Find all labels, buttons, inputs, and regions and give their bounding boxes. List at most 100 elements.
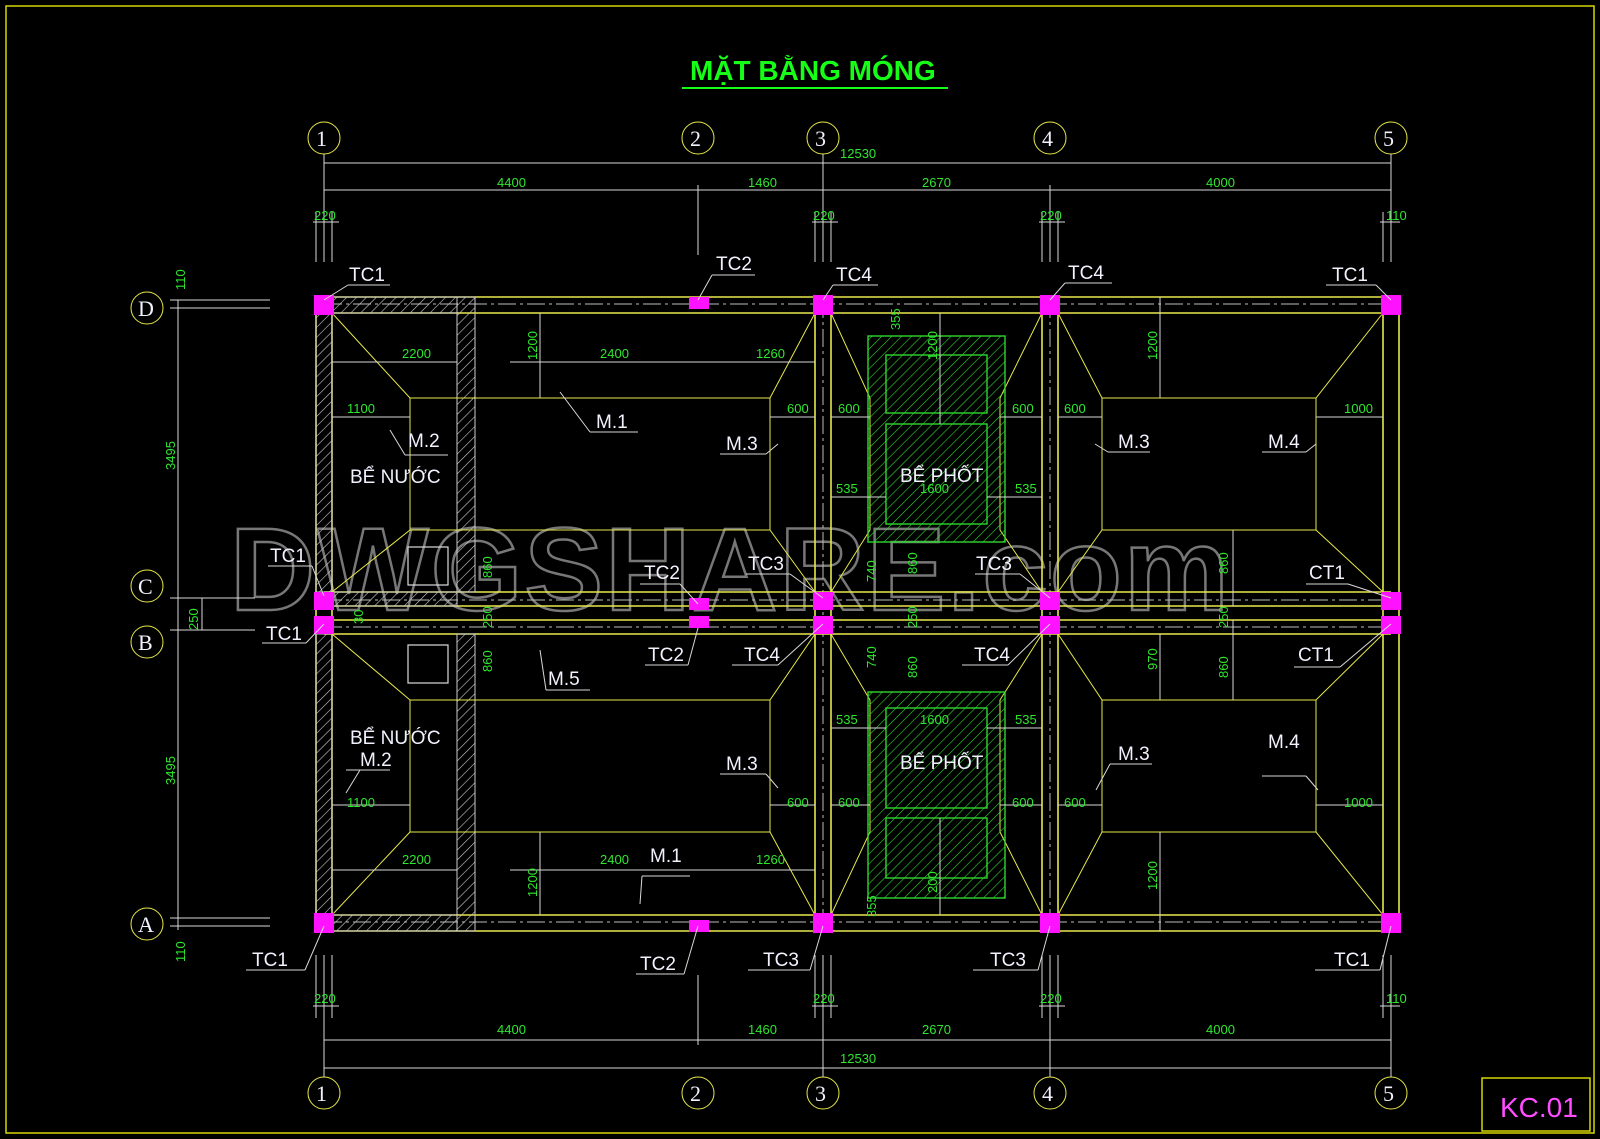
axis-label: 2 bbox=[690, 126, 701, 151]
column bbox=[1381, 295, 1401, 315]
footing-label: M.1 bbox=[596, 412, 628, 433]
sheet-code: KC.01 bbox=[1500, 1092, 1578, 1123]
svg-text:4000: 4000 bbox=[1206, 1022, 1235, 1037]
svg-text:1100: 1100 bbox=[347, 795, 375, 810]
svg-text:4400: 4400 bbox=[497, 1022, 526, 1037]
column bbox=[1381, 913, 1401, 933]
svg-text:2200: 2200 bbox=[402, 852, 431, 867]
svg-text:1460: 1460 bbox=[748, 1022, 777, 1037]
column bbox=[813, 616, 833, 634]
column-labels: TC1 TC2 TC4 TC4 TC1 TC1 TC2 TC3 TC3 CT1 … bbox=[252, 254, 1370, 975]
room-label-septic-tank: BỂ PHỐT bbox=[900, 465, 984, 487]
column-label: TC2 bbox=[640, 954, 676, 975]
svg-text:110: 110 bbox=[173, 941, 188, 962]
dimension-texts: 12530 4400 1460 2670 4000 220 220 220 11… bbox=[163, 146, 1407, 1066]
svg-text:535: 535 bbox=[836, 481, 858, 496]
axis-label: 1 bbox=[316, 126, 327, 151]
column-label: TC3 bbox=[990, 950, 1026, 971]
dimension-lines bbox=[170, 154, 1400, 1077]
svg-text:110: 110 bbox=[1386, 208, 1407, 223]
svg-text:2400: 2400 bbox=[600, 346, 629, 361]
svg-text:2400: 2400 bbox=[600, 852, 629, 867]
axis-label: 5 bbox=[1383, 1081, 1394, 1106]
column-label: TC3 bbox=[748, 554, 784, 575]
footing-label: M.1 bbox=[650, 846, 682, 867]
column-label: TC1 bbox=[349, 265, 385, 286]
column bbox=[813, 913, 833, 933]
svg-text:600: 600 bbox=[838, 795, 860, 810]
svg-text:860: 860 bbox=[480, 556, 495, 578]
room-label-septic-tank: BỂ PHỐT bbox=[900, 752, 984, 774]
svg-text:860: 860 bbox=[480, 650, 495, 672]
column bbox=[813, 592, 833, 610]
axis-label: 4 bbox=[1042, 126, 1053, 151]
column-label: TC1 bbox=[266, 624, 302, 645]
axis-label: 4 bbox=[1042, 1081, 1053, 1106]
column-label: TC1 bbox=[1332, 265, 1368, 286]
svg-text:860: 860 bbox=[905, 656, 920, 678]
column bbox=[1040, 913, 1060, 933]
column bbox=[1040, 592, 1060, 610]
drawing-title: MẶT BẰNG MÓNG bbox=[690, 55, 936, 86]
footing-label: M.4 bbox=[1268, 432, 1300, 453]
column bbox=[689, 616, 709, 628]
svg-text:1600: 1600 bbox=[920, 481, 949, 496]
axis-bubbles-top: 1 2 3 4 5 bbox=[307, 121, 1408, 155]
axis-label: 5 bbox=[1383, 126, 1394, 151]
interior-dimension-lines bbox=[332, 297, 1383, 931]
interior-dimension-texts: 2200 2400 1260 1200 1100 600 600 1200 60… bbox=[347, 308, 1373, 917]
brick-walls bbox=[315, 296, 476, 932]
svg-text:220: 220 bbox=[813, 991, 835, 1006]
column-label: CT1 bbox=[1309, 563, 1345, 584]
room-labels: BỂ NƯỚC BỂ NƯỚC BỂ PHỐT BỂ PHỐT bbox=[350, 465, 984, 774]
axis-label: B bbox=[138, 630, 153, 655]
axis-label: 3 bbox=[815, 1081, 826, 1106]
column-label: TC2 bbox=[644, 563, 680, 584]
svg-text:600: 600 bbox=[1012, 795, 1034, 810]
svg-text:12530: 12530 bbox=[840, 1051, 876, 1066]
column-label: TC2 bbox=[716, 254, 752, 275]
svg-text:250: 250 bbox=[1216, 606, 1231, 628]
svg-text:220: 220 bbox=[1040, 208, 1062, 223]
footing-label: M.4 bbox=[1268, 732, 1300, 753]
svg-text:1200: 1200 bbox=[1145, 331, 1160, 360]
column bbox=[314, 592, 334, 610]
footing-label: M.3 bbox=[726, 434, 758, 455]
footing-label: M.3 bbox=[726, 754, 758, 775]
svg-text:740: 740 bbox=[864, 560, 879, 582]
column-label: TC1 bbox=[252, 950, 288, 971]
column bbox=[1040, 295, 1060, 315]
svg-text:220: 220 bbox=[314, 208, 336, 223]
svg-text:200: 200 bbox=[925, 871, 940, 893]
grid-lines bbox=[324, 300, 1391, 930]
axis-label: 3 bbox=[815, 126, 826, 151]
svg-text:600: 600 bbox=[1012, 401, 1034, 416]
svg-text:2670: 2670 bbox=[922, 1022, 951, 1037]
svg-text:110: 110 bbox=[173, 269, 188, 290]
footing-label: M.3 bbox=[1118, 432, 1150, 453]
svg-text:3495: 3495 bbox=[163, 441, 178, 470]
column-label: TC2 bbox=[648, 645, 684, 666]
svg-text:220: 220 bbox=[314, 991, 336, 1006]
column-label: TC3 bbox=[763, 950, 799, 971]
svg-text:2670: 2670 bbox=[922, 175, 951, 190]
column bbox=[689, 920, 709, 932]
leader-lines bbox=[246, 274, 1392, 975]
svg-text:535: 535 bbox=[836, 712, 858, 727]
axis-label: 1 bbox=[316, 1081, 327, 1106]
svg-text:250: 250 bbox=[186, 608, 201, 630]
svg-text:110: 110 bbox=[1386, 991, 1407, 1006]
svg-text:600: 600 bbox=[787, 795, 809, 810]
column bbox=[1381, 616, 1401, 634]
column-label: TC3 bbox=[976, 554, 1012, 575]
svg-text:3495: 3495 bbox=[163, 756, 178, 785]
svg-text:1000: 1000 bbox=[1344, 795, 1373, 810]
svg-text:970: 970 bbox=[1145, 648, 1160, 670]
footing-label: M.3 bbox=[1118, 744, 1150, 765]
svg-text:860: 860 bbox=[1216, 552, 1231, 574]
svg-text:1260: 1260 bbox=[756, 346, 785, 361]
footing-labels: M.1 M.2 M.3 M.3 M.4 M.5 M.2 M.3 M.3 M.4 … bbox=[360, 412, 1300, 867]
column-label: TC4 bbox=[836, 265, 872, 286]
column bbox=[314, 913, 334, 933]
svg-text:1000: 1000 bbox=[1344, 401, 1373, 416]
